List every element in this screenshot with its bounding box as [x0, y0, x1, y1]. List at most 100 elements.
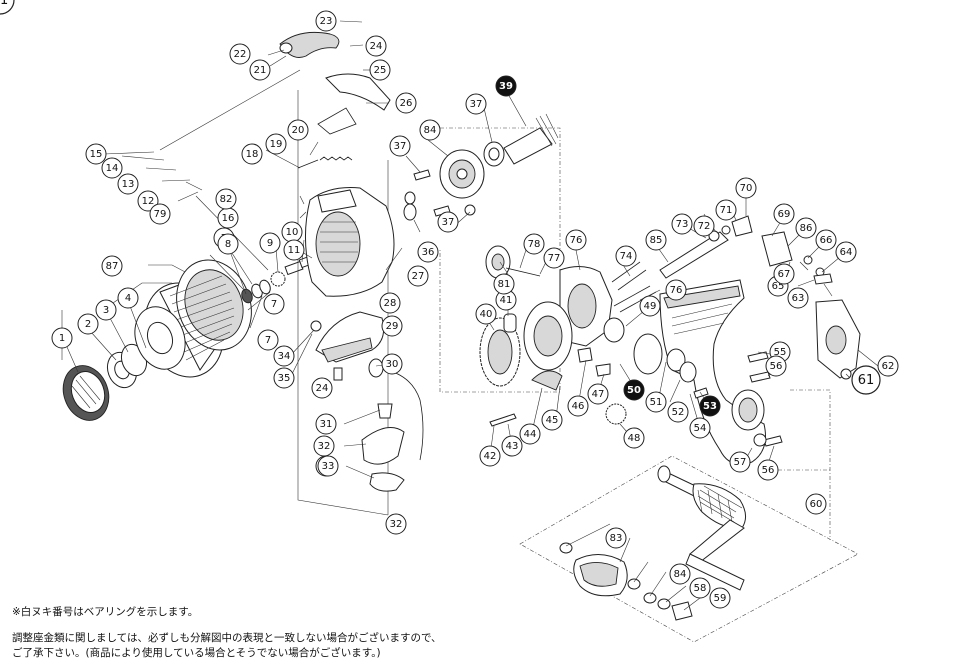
callout-number: 37: [442, 217, 455, 228]
callout-number: 37: [394, 141, 407, 152]
callout-34: 34: [273, 345, 295, 367]
reel-body-part: [659, 279, 766, 465]
callout-number: 18: [246, 149, 259, 160]
callout-42: 42: [479, 445, 501, 467]
callout-number: 60: [810, 499, 823, 510]
callout-number: 84: [424, 125, 437, 136]
callout-56: 56: [765, 355, 787, 377]
callout-52: 52: [667, 401, 689, 423]
callout-48: 48: [623, 427, 645, 449]
callout-67: 67: [773, 263, 795, 285]
callout-number: 67: [778, 269, 791, 280]
callout-number: 78: [528, 239, 541, 250]
callout-66: 66: [815, 229, 837, 251]
callout-number: 69: [778, 209, 791, 220]
callout-number: 82: [220, 194, 233, 205]
callout-9: 9: [259, 232, 281, 254]
callout-number: 29: [386, 321, 399, 332]
callout-number: 36: [422, 247, 435, 258]
callout-54: 54: [689, 417, 711, 439]
callout-62: 62: [877, 355, 899, 377]
callout-number: 83: [610, 533, 623, 544]
callout-number: 10: [286, 227, 299, 238]
callout-30: 30: [381, 353, 403, 375]
callout-number: 7: [265, 335, 271, 346]
callout-35: 35: [273, 367, 295, 389]
callout-61: 61: [851, 365, 881, 395]
callout-number: 50: [627, 385, 641, 396]
handle-group: [519, 455, 859, 643]
callout-8: 8: [217, 233, 239, 255]
callout-25: 25: [369, 59, 391, 81]
callout-86: 86: [795, 217, 817, 239]
callout-number: 71: [720, 205, 733, 216]
callout-number: 27: [412, 271, 425, 282]
callout-78: 78: [523, 233, 545, 255]
callout-number: 15: [90, 149, 103, 160]
callout-20: 20: [287, 119, 309, 141]
callout-4: 4: [117, 287, 139, 309]
callout-12: 12: [137, 190, 159, 212]
callout-39: 39: [495, 75, 517, 97]
line-roller-arm-part: [279, 31, 340, 58]
callout-number: 8: [225, 239, 231, 250]
callout-number: 31: [320, 419, 333, 430]
callout-29: 29: [381, 315, 403, 337]
callout-number: 63: [792, 293, 805, 304]
callout-number: 81: [498, 279, 511, 290]
callout-91: 91: [0, 0, 15, 15]
callout-83: 83: [605, 527, 627, 549]
callout-number: 35: [278, 373, 291, 384]
callout-51: 51: [645, 391, 667, 413]
callout-number: 66: [820, 235, 833, 246]
callout-number: 55: [774, 347, 787, 358]
callout-24: 24: [311, 377, 333, 399]
callout-53: 53: [699, 395, 721, 417]
callout-number: 76: [570, 235, 583, 246]
callout-number: 53: [703, 401, 717, 412]
callout-37: 37: [437, 211, 459, 233]
callout-37: 37: [389, 135, 411, 157]
callout-number: 24: [316, 383, 329, 394]
callout-31: 31: [315, 413, 337, 435]
callout-50: 50: [623, 379, 645, 401]
callout-73: 73: [671, 213, 693, 235]
callout-45: 45: [541, 409, 563, 431]
callout-77: 77: [543, 247, 565, 269]
callout-13: 13: [117, 173, 139, 195]
callout-number: 52: [672, 407, 685, 418]
spool-group: [61, 249, 324, 421]
callout-28: 28: [379, 292, 401, 314]
callout-number: 14: [106, 163, 119, 174]
callout-40: 40: [475, 303, 497, 325]
callout-number: 56: [770, 361, 783, 372]
callout-number: 7: [271, 299, 277, 310]
callout-number: 12: [142, 196, 155, 207]
callout-number: 1: [59, 333, 65, 344]
callout-21: 21: [249, 59, 271, 81]
callout-number: 43: [506, 441, 519, 452]
callout-number: 61: [858, 373, 875, 388]
callout-60: 60: [805, 493, 827, 515]
callout-number: 30: [386, 359, 399, 370]
callout-1: 1: [51, 327, 73, 349]
callout-number: 87: [106, 261, 119, 272]
callout-number: 24: [370, 41, 383, 52]
callout-number: 41: [500, 295, 513, 306]
callout-2: 2: [77, 313, 99, 335]
drag-knob-part: [62, 365, 110, 421]
callout-64: 64: [835, 241, 857, 263]
callout-76: 76: [665, 279, 687, 301]
callout-number: 86: [800, 223, 813, 234]
callout-36: 36: [417, 241, 439, 263]
callout-number: 16: [222, 213, 235, 224]
gear-group: [403, 113, 627, 427]
callout-32: 32: [385, 513, 407, 535]
callout-76: 76: [565, 229, 587, 251]
callout-number: 70: [740, 183, 753, 194]
callout-43: 43: [501, 435, 523, 457]
callout-number: 56: [762, 465, 775, 476]
callout-number: 11: [288, 245, 301, 256]
callout-number: 84: [674, 569, 687, 580]
callout-24: 24: [365, 35, 387, 57]
